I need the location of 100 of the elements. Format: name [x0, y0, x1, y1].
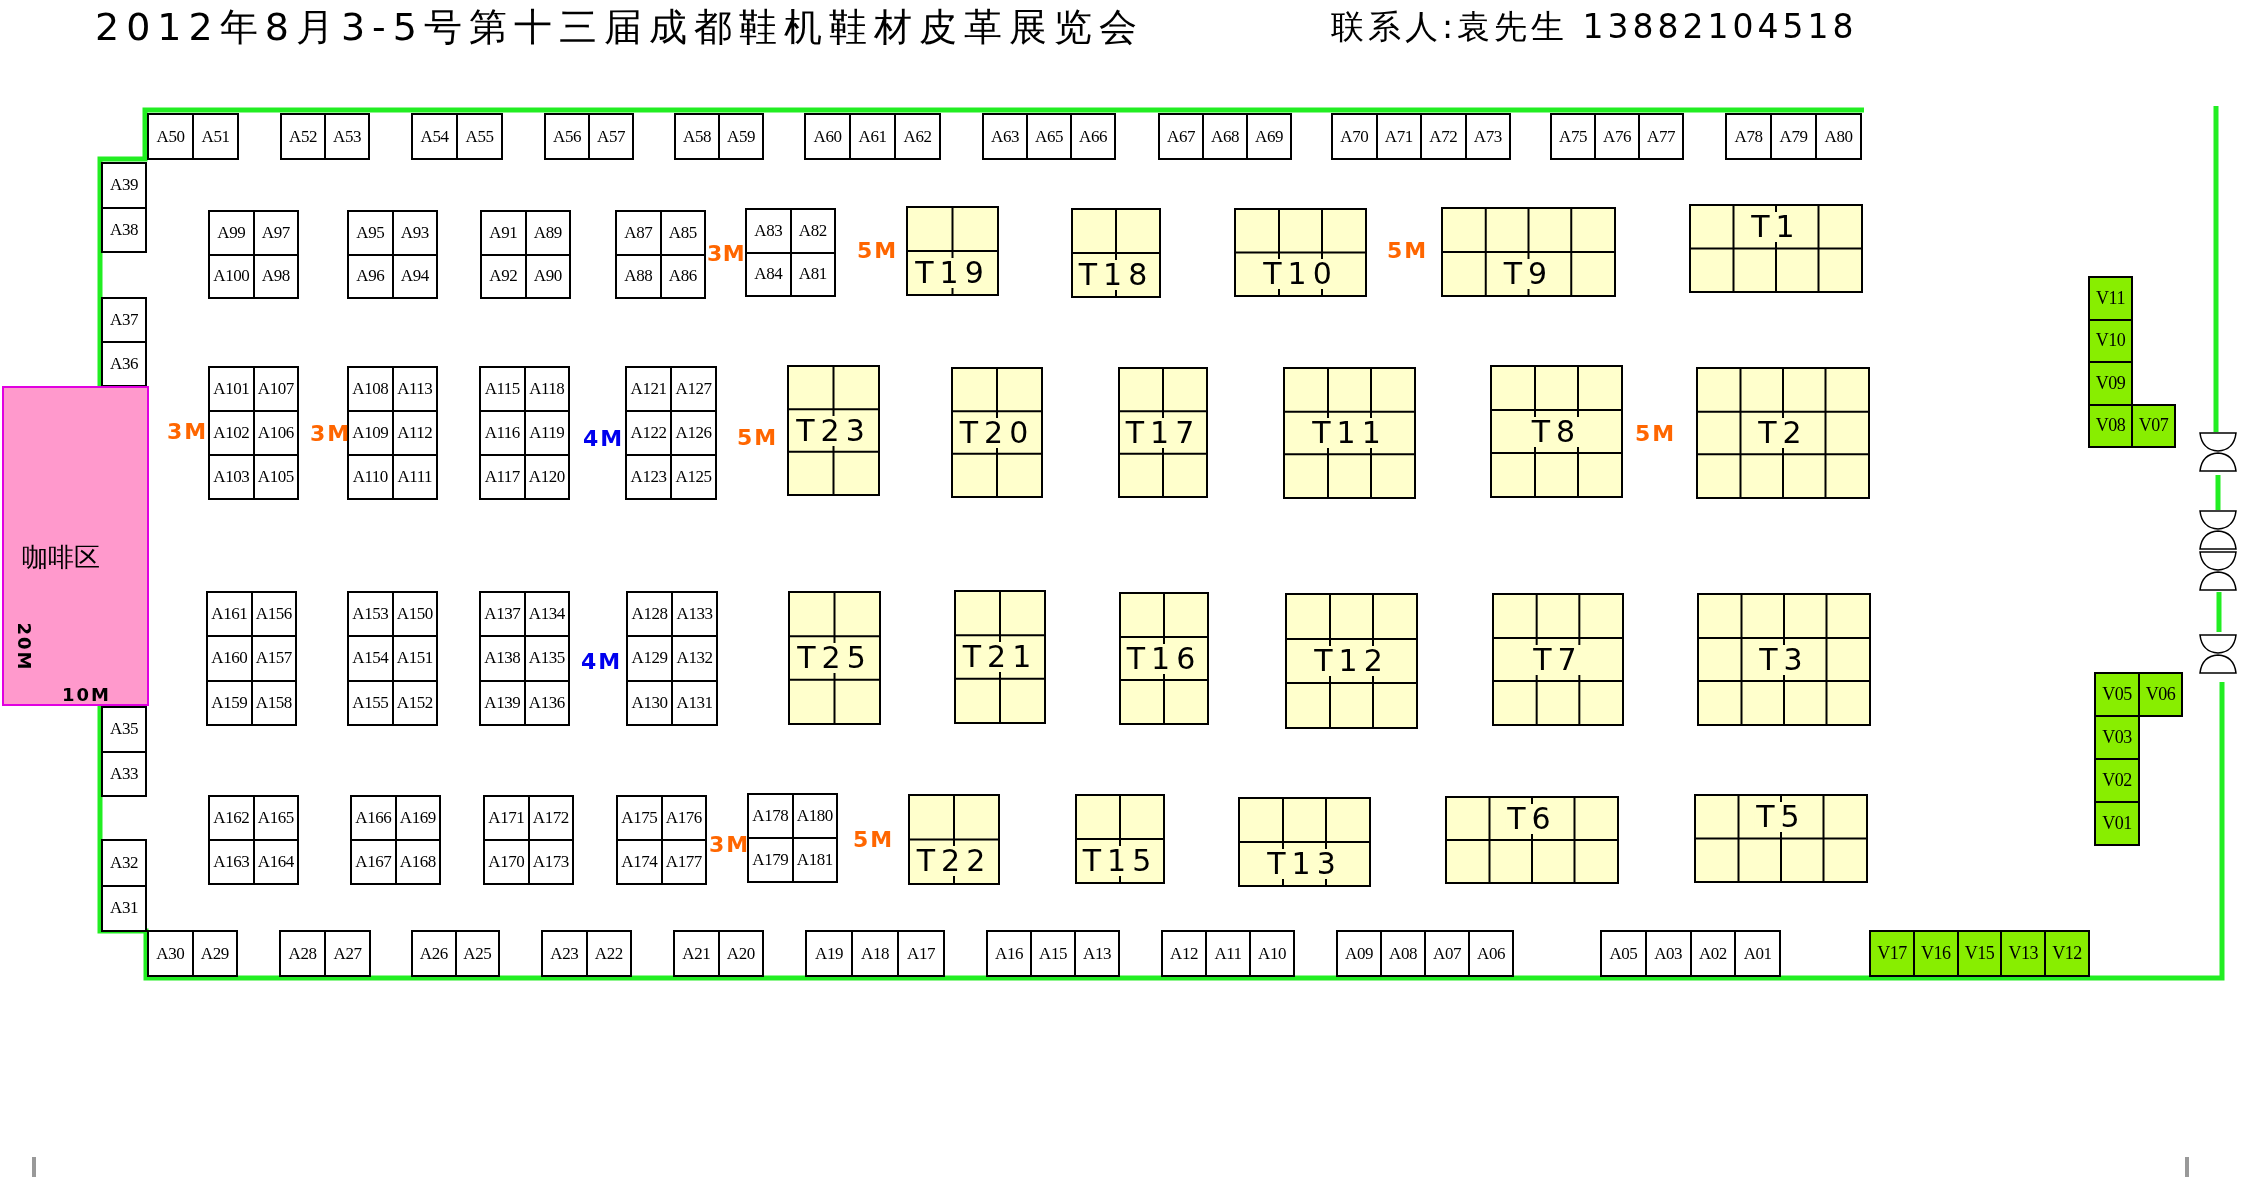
distance-label: 5M: [853, 829, 895, 851]
booth: A163: [208, 839, 255, 885]
booth: A175: [616, 795, 663, 841]
booth-block: [954, 590, 1046, 724]
booth: A16: [986, 930, 1032, 977]
booth: A28: [279, 930, 326, 977]
booth: A111: [391, 454, 438, 500]
booth: A75: [1550, 113, 1596, 160]
coffee-area: [2, 386, 149, 706]
booth: V17: [1869, 930, 1915, 977]
booth-block: [1445, 796, 1619, 884]
booth: A155: [347, 679, 394, 726]
booth: A168: [394, 839, 441, 885]
booth: A35: [101, 706, 147, 753]
booth: A120: [523, 454, 570, 500]
booth-block: [1285, 593, 1418, 729]
booth-block: [1694, 794, 1868, 883]
booth: A136: [523, 679, 570, 726]
booth: A62: [894, 113, 941, 160]
booth: A158: [250, 679, 297, 726]
booth: A90: [524, 253, 571, 299]
booth: A108: [347, 366, 394, 412]
booth: A125: [670, 454, 717, 500]
distance-label: 5M: [1635, 423, 1677, 445]
area-label: 咖啡区: [22, 541, 100, 574]
booth: A152: [391, 679, 438, 726]
booth: A130: [626, 679, 673, 726]
booth: A98: [252, 253, 299, 299]
booth: A77: [1638, 113, 1684, 160]
booth: A10: [1249, 930, 1295, 977]
booth: A115: [479, 366, 526, 412]
booth: A20: [717, 930, 764, 977]
booth: A39: [101, 162, 147, 209]
booth: V10: [2088, 318, 2133, 363]
booth: A181: [791, 837, 838, 883]
booth: A101: [208, 366, 255, 412]
booth: V05: [2094, 672, 2140, 717]
booth: V11: [2088, 276, 2133, 321]
booth: A150: [391, 591, 438, 638]
booth: A05: [1600, 930, 1647, 977]
booth: A82: [789, 208, 836, 254]
booth: A71: [1375, 113, 1422, 160]
booth: A03: [1644, 930, 1692, 977]
distance-label: 5M: [857, 240, 899, 262]
booth: A174: [616, 839, 663, 885]
booth: A162: [208, 795, 255, 841]
booth: A86: [659, 253, 706, 299]
booth-block: [788, 591, 881, 725]
booth: A180: [791, 793, 838, 839]
booth: V02: [2094, 758, 2140, 803]
booth: A30: [147, 930, 194, 977]
booth: A70: [1331, 113, 1378, 160]
booth: V13: [2000, 930, 2047, 977]
booth: A21: [673, 930, 720, 977]
booth: A79: [1770, 113, 1817, 160]
booth: A27: [324, 930, 371, 977]
booth: A13: [1074, 930, 1120, 977]
booth: A63: [982, 113, 1028, 160]
booth: A164: [252, 839, 299, 885]
booth: A66: [1070, 113, 1116, 160]
booth: A58: [674, 113, 720, 160]
booth: A52: [280, 113, 326, 160]
distance-label: 5M: [737, 427, 779, 449]
booth: A67: [1158, 113, 1204, 160]
booth: A56: [544, 113, 590, 160]
booth: A80: [1815, 113, 1862, 160]
booth: A22: [585, 930, 632, 977]
booth-block: [1238, 797, 1371, 887]
booth: V06: [2138, 672, 2183, 717]
booth: A57: [588, 113, 634, 160]
booth: A165: [252, 795, 299, 841]
booth: A88: [615, 253, 662, 299]
booth: A156: [250, 591, 297, 638]
booth: V07: [2131, 403, 2176, 448]
booth: A51: [192, 113, 239, 160]
booth-block: [1283, 367, 1416, 499]
booth-block: [787, 365, 880, 496]
booth: A26: [411, 930, 457, 977]
distance-label: 4M: [581, 651, 623, 673]
booth: A178: [747, 793, 794, 839]
booth: A172: [527, 795, 574, 841]
booth: V03: [2094, 715, 2140, 760]
booth: A84: [745, 251, 792, 297]
booth: A18: [851, 930, 899, 977]
booth: A61: [849, 113, 896, 160]
booth: A118: [523, 366, 570, 412]
booth: A177: [660, 839, 707, 885]
distance-label: 4M: [583, 428, 625, 450]
booth: A121: [625, 366, 672, 412]
booth: A96: [347, 253, 394, 299]
booth-block: [1689, 204, 1863, 293]
dimension-label: 10M: [62, 686, 111, 704]
booth: A92: [480, 253, 527, 299]
booth: A68: [1202, 113, 1248, 160]
booth-block: [1697, 593, 1871, 726]
booth: A65: [1026, 113, 1072, 160]
booth: A31: [101, 884, 147, 932]
contact-text: 联系人:袁先生 13882104518: [1331, 10, 1858, 43]
booth-block: [906, 206, 999, 296]
booth: V08: [2088, 403, 2133, 448]
